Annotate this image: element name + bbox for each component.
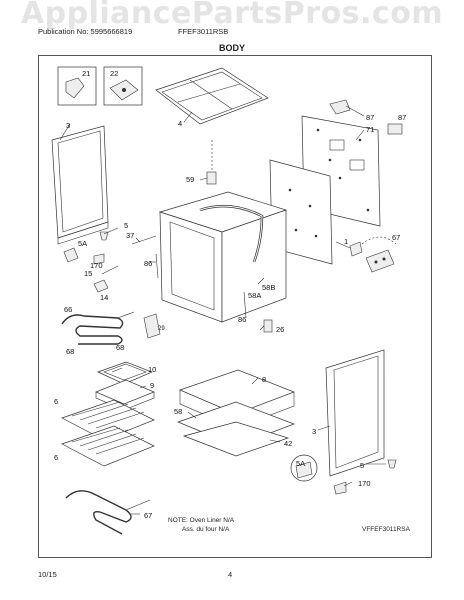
callout-15: 15: [84, 269, 92, 278]
callout-87-top: 87: [366, 113, 374, 122]
callout-6-lower: 6: [54, 453, 58, 462]
part-86-probe-lower: [243, 291, 247, 319]
part-5A-hinge-receiver-right: [290, 454, 318, 482]
callout-66: 66: [64, 305, 72, 314]
callout-68-left: 68: [66, 347, 74, 356]
callout-86-lower: 86: [238, 315, 246, 324]
diagram-frame: [38, 55, 432, 558]
part-37-sensor: [131, 235, 157, 245]
part-87-label-plate: [387, 123, 403, 135]
part-59-fitting: [206, 140, 217, 185]
oven-liner-note-line1: NOTE: Oven Liner N/A: [168, 517, 235, 524]
callout-59: 59: [186, 175, 194, 184]
part-86-probe-upper: [155, 253, 159, 279]
callout-5A-right: 5A: [296, 459, 305, 468]
part-3-left-side-panel: [51, 125, 109, 245]
callout-4: 4: [178, 119, 182, 128]
callout-37: 37: [126, 231, 134, 240]
callout-67-upper: 67: [392, 233, 400, 242]
callout-8: 8: [262, 375, 266, 384]
callout-9: 9: [150, 381, 154, 390]
callout-22: 22: [110, 69, 118, 78]
publication-number: Publication No: 5995666819: [38, 27, 133, 36]
callout-170-right: 170: [358, 479, 371, 488]
part-87-bracket: [329, 99, 351, 115]
part-67-wire-harness: [361, 236, 397, 273]
part-66-bake-element: [61, 311, 135, 345]
callout-58A: 58A: [248, 291, 261, 300]
callout-58B: 58B: [262, 283, 275, 292]
callout-5-right: 5: [360, 461, 364, 470]
page-title: BODY: [218, 43, 245, 53]
part-42-drawer-front: [182, 421, 290, 457]
part-5A-hinge-receiver-left: [63, 247, 79, 263]
callout-86-upper: 86: [144, 259, 152, 268]
part-26-lamp-socket: [263, 319, 273, 333]
part-3-right-side-panel: [325, 349, 385, 477]
footer-page-number: 4: [228, 570, 233, 579]
callout-6-upper: 6: [54, 397, 58, 406]
callout-3-left: 3: [66, 121, 70, 130]
watermark: AppliancePartsPros.com: [20, 0, 444, 31]
leader-lines: [59, 105, 386, 515]
callout-1: 1: [344, 237, 348, 246]
part-4-cooktop-panel: [155, 67, 269, 125]
callout-68-right: 68: [116, 343, 124, 352]
part-170-clip-right: [333, 481, 347, 495]
callout-58: 58: [174, 407, 182, 416]
callout-29: 29: [158, 326, 165, 332]
part-170-clip-left: [93, 253, 105, 265]
callout-87-right: 87: [398, 113, 406, 122]
callout-67-lower: 67: [144, 511, 152, 520]
callout-26: 26: [276, 325, 284, 334]
part-5-screw-right: [387, 459, 397, 469]
callout-71: 71: [366, 125, 374, 134]
model-number: FFEF3011RSB: [178, 27, 229, 36]
part-67-broil-element: [65, 490, 151, 535]
oven-cavity-body: [158, 191, 288, 323]
callout-21: 21: [82, 69, 90, 78]
part-15-ignitor: [101, 265, 119, 275]
callout-170-left: 170: [90, 261, 103, 270]
callout-5-left: 5: [124, 221, 128, 230]
callout-42: 42: [284, 439, 292, 448]
part-1-terminal-block: [349, 241, 363, 257]
callout-10: 10: [148, 365, 156, 374]
part-5-screw: [99, 231, 109, 241]
footer-date: 10/15: [38, 570, 57, 579]
oven-liner-note-line2: Ass. du four N/A: [182, 526, 230, 533]
callout-14: 14: [100, 293, 108, 302]
part-6-oven-rack-upper: [61, 399, 155, 441]
diagram-model-code: VFFEF3011RSA: [362, 526, 411, 533]
part-14-connector: [93, 279, 109, 293]
part-10-broil-pan-insert: [97, 361, 153, 385]
part-22-box: [103, 66, 143, 106]
callout-3-right: 3: [312, 427, 316, 436]
callout-5A-left: 5A: [78, 239, 87, 248]
part-6-oven-rack-lower: [61, 425, 155, 467]
part-29-bracket: [143, 313, 161, 339]
part-21-box: [57, 66, 97, 106]
